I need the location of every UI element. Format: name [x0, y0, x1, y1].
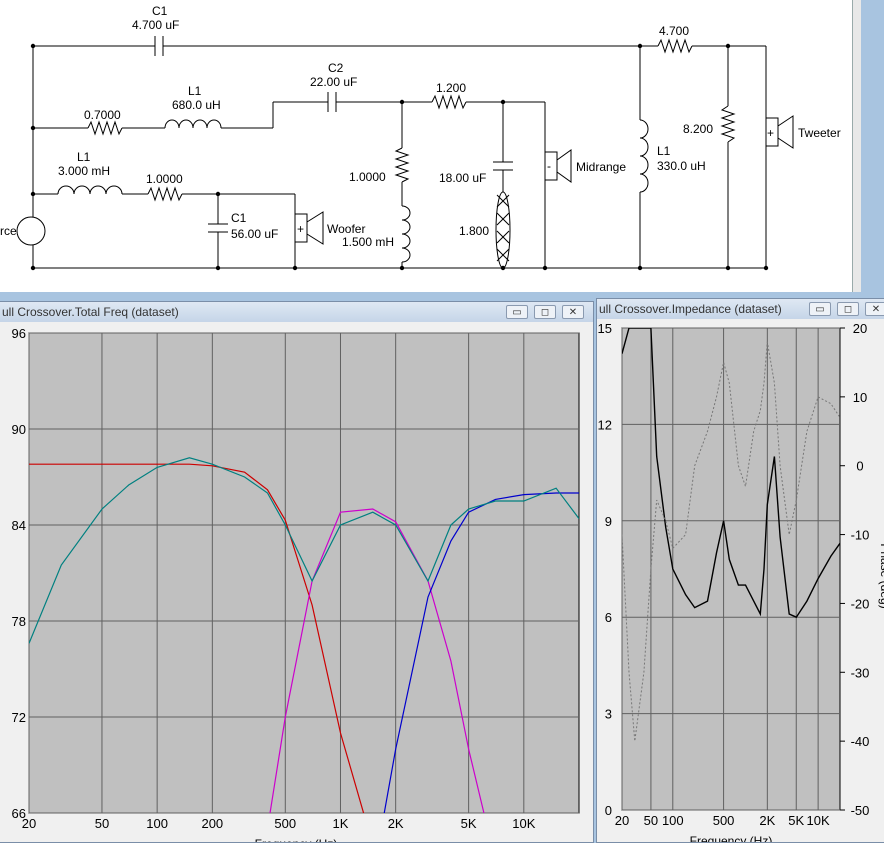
- r-100-label: 1.0000: [349, 170, 386, 184]
- source-label: rce: [0, 224, 17, 238]
- freq-chart: 20 50 100 200 500 1K 2K 5K 10K 96 90 84 78 72 66Freque…: [12, 326, 580, 842]
- freq-y-tick: 78: [12, 614, 26, 629]
- close-button[interactable]: ✕: [865, 302, 884, 316]
- imp-x-tick: 5K: [788, 813, 804, 828]
- midrange-minus: -: [547, 159, 551, 173]
- schematic-scrollbar[interactable]: [852, 0, 861, 292]
- freq-x-tick: 5K: [461, 816, 477, 831]
- r-47-label: 4.700: [659, 24, 689, 38]
- freq-plot-area: [28, 332, 580, 814]
- freq-x-axis-label: Frequency (Hz): [255, 837, 338, 842]
- freq-series-2: [383, 492, 579, 813]
- freq-x-tick: 20: [22, 816, 36, 831]
- freq-x-tick: 1K: [333, 816, 349, 831]
- imp-title-bar[interactable]: ull Crossover.Impedance (dataset) ▭ ◻ ✕: [597, 299, 884, 319]
- imp-y-right-tick: -10: [851, 528, 870, 543]
- tweeter-plus: +: [767, 126, 774, 140]
- midrange-label: Midrange: [576, 160, 626, 174]
- imp-x-axis-label: Frequency (Hz): [690, 834, 773, 842]
- r-12-label: 1.200: [436, 81, 466, 95]
- c1-top-name: C1: [152, 4, 168, 18]
- imp-x-tick: 100: [662, 813, 684, 828]
- freq-series-1: [269, 508, 485, 813]
- freq-y-tick: 90: [12, 422, 26, 437]
- freq-x-tick: 50: [95, 816, 109, 831]
- tweeter-label: Tweeter: [798, 126, 841, 140]
- imp-y-right-tick: -50: [851, 803, 870, 818]
- freq-series-0: [29, 463, 365, 813]
- r-07-label: 0.7000: [84, 108, 121, 122]
- imp-plot-area: [621, 327, 841, 811]
- r-woof-label: 1.0000: [146, 172, 183, 186]
- freq-response-window: ull Crossover.Total Freq (dataset) ▭ ◻ ✕…: [0, 301, 594, 843]
- woofer-label: Woofer: [327, 222, 365, 236]
- woofer-plus: +: [297, 222, 304, 236]
- r-82-label: 8.200: [683, 122, 713, 136]
- l1-woof-name: L1: [77, 150, 91, 164]
- imp-x-tick: 2K: [759, 813, 775, 828]
- imp-y-left-tick: 9: [605, 514, 612, 529]
- imp-y-right-tick: 20: [853, 321, 867, 336]
- freq-x-tick: 200: [201, 816, 223, 831]
- imp-y-right-tick: -40: [851, 734, 870, 749]
- freq-y-tick: 96: [12, 326, 26, 341]
- c2-name: C2: [328, 61, 344, 75]
- imp-x-tick: 10K: [807, 813, 830, 828]
- imp-y-right-tick: 10: [853, 390, 867, 405]
- impedance-window: ull Crossover.Impedance (dataset) ▭ ◻ ✕ …: [596, 298, 884, 843]
- minimize-button[interactable]: ▭: [809, 302, 831, 316]
- schematic-panel: C1 4.700 uF 0.7000 L1 680.0 uH C2 22.00 …: [0, 0, 852, 292]
- imp-y-left-tick: 12: [598, 417, 612, 432]
- imp-y-right-tick: 0: [856, 459, 863, 474]
- imp-y-right-tick: -20: [851, 596, 870, 611]
- imp-x-tick: 20: [615, 813, 629, 828]
- imp-x-tick: 50: [644, 813, 658, 828]
- imp-y-left-tick: 0: [605, 803, 612, 818]
- minimize-button[interactable]: ▭: [506, 305, 528, 319]
- imp-y-left-tick: 3: [605, 707, 612, 722]
- freq-x-tick: 100: [146, 816, 168, 831]
- c1-top-value: 4.700 uF: [132, 18, 179, 32]
- imp-series-1: [622, 341, 840, 742]
- l1-mid-value: 680.0 uH: [172, 98, 221, 112]
- l1-mid-name: L1: [188, 84, 202, 98]
- freq-series-3: [29, 457, 579, 644]
- freq-title-bar[interactable]: ull Crossover.Total Freq (dataset) ▭ ◻ ✕: [0, 302, 593, 322]
- l1-tw-name: L1: [657, 144, 671, 158]
- imp-y-right-tick: -30: [851, 665, 870, 680]
- l1-tw-value: 330.0 uH: [657, 159, 706, 173]
- freq-window-title: ull Crossover.Total Freq (dataset): [2, 305, 179, 319]
- freq-y-tick: 84: [12, 518, 26, 533]
- l1-woof-value: 3.000 mH: [58, 164, 110, 178]
- freq-x-tick: 500: [274, 816, 296, 831]
- freq-y-tick: 72: [12, 710, 26, 725]
- c1-woof-name: C1: [231, 211, 247, 225]
- imp-window-title: ull Crossover.Impedance (dataset): [599, 302, 782, 316]
- maximize-button[interactable]: ◻: [837, 302, 859, 316]
- imp-x-tick: 500: [713, 813, 735, 828]
- crossover-schematic: C1 4.700 uF 0.7000 L1 680.0 uH C2 22.00 …: [0, 4, 841, 271]
- freq-y-tick: 66: [12, 806, 26, 821]
- c-18-label: 18.00 uF: [439, 171, 486, 185]
- freq-x-tick: 10K: [512, 816, 535, 831]
- r-18-label: 1.800: [459, 224, 489, 238]
- c2-value: 22.00 uF: [310, 75, 357, 89]
- imp-series-0: [622, 328, 840, 619]
- maximize-button[interactable]: ◻: [534, 305, 556, 319]
- l-15-label: 1.500 mH: [342, 235, 394, 249]
- close-button[interactable]: ✕: [562, 305, 584, 319]
- imp-y-right-axis-label: Phase (deg): [878, 543, 884, 608]
- freq-x-tick: 2K: [388, 816, 404, 831]
- imp-y-left-tick: 15: [598, 321, 612, 336]
- c1-woof-value: 56.00 uF: [231, 227, 278, 241]
- imp-y-left-tick: 6: [605, 610, 612, 625]
